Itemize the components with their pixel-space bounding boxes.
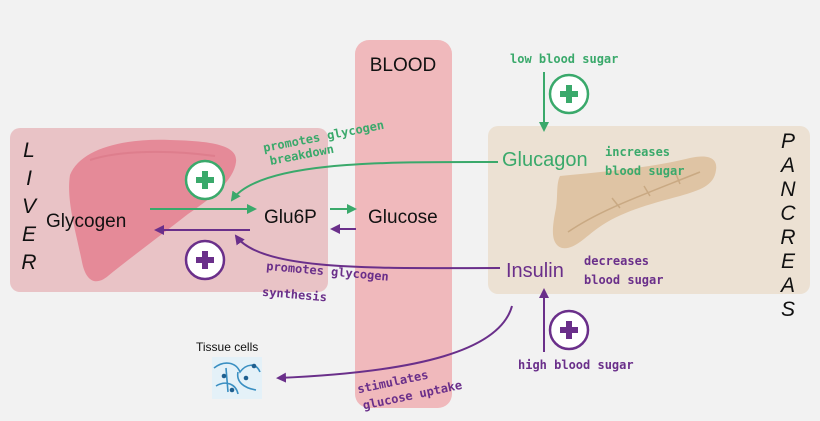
blood-column [355,40,452,408]
glu6p-label: Glu6P [264,207,317,228]
pancreas-letter: R [780,226,795,249]
blood-label: BLOOD [370,55,437,76]
glycogen-label: Glycogen [46,211,126,232]
tissue-cells-label: Tissue cells [196,340,258,354]
low-blood-sugar-label: low blood sugar [510,52,618,66]
pancreas-letter: E [781,250,796,273]
decreases-label-1: decreases [584,254,649,268]
insulin-to-liver-arrow [234,234,501,270]
insulin-to-tissue-arrow [276,305,513,383]
pancreas-organ [552,156,717,249]
pancreas-panel [488,126,810,294]
plus-circle-icon [184,239,226,281]
high-blood-sugar-label: high blood sugar [518,358,634,372]
liver-letter: E [22,223,37,246]
liver-letter: I [26,167,32,190]
liver-organ-shade [89,150,216,161]
increases-label-1: increases [605,145,670,159]
plus-circle-icon [548,309,590,351]
pancreas-duct [567,171,701,233]
glucagon-label: Glucagon [502,149,588,171]
pancreas-letter: N [780,178,796,201]
glucagon-to-liver-arrow [230,160,499,202]
pancreas-letter: A [779,274,795,297]
liver-letter: R [21,251,36,274]
decreases-label-2: blood sugar [584,273,663,287]
liver-letter: V [22,195,38,218]
pancreas-letter: C [780,202,796,225]
pancreas-letter: P [781,130,795,153]
svg-text:synthesis: synthesis [261,285,327,305]
insulin-label: Insulin [506,260,564,282]
liver-letter: L [23,139,35,162]
plus-circle-icon [548,73,590,115]
increases-label-2: blood sugar [605,164,684,178]
tissue-cells-icon [212,357,262,399]
plus-circle-icon [184,159,226,201]
glucose-label: Glucose [368,207,438,228]
pancreas-letter: S [781,298,795,321]
pancreas-letter: A [779,154,795,177]
